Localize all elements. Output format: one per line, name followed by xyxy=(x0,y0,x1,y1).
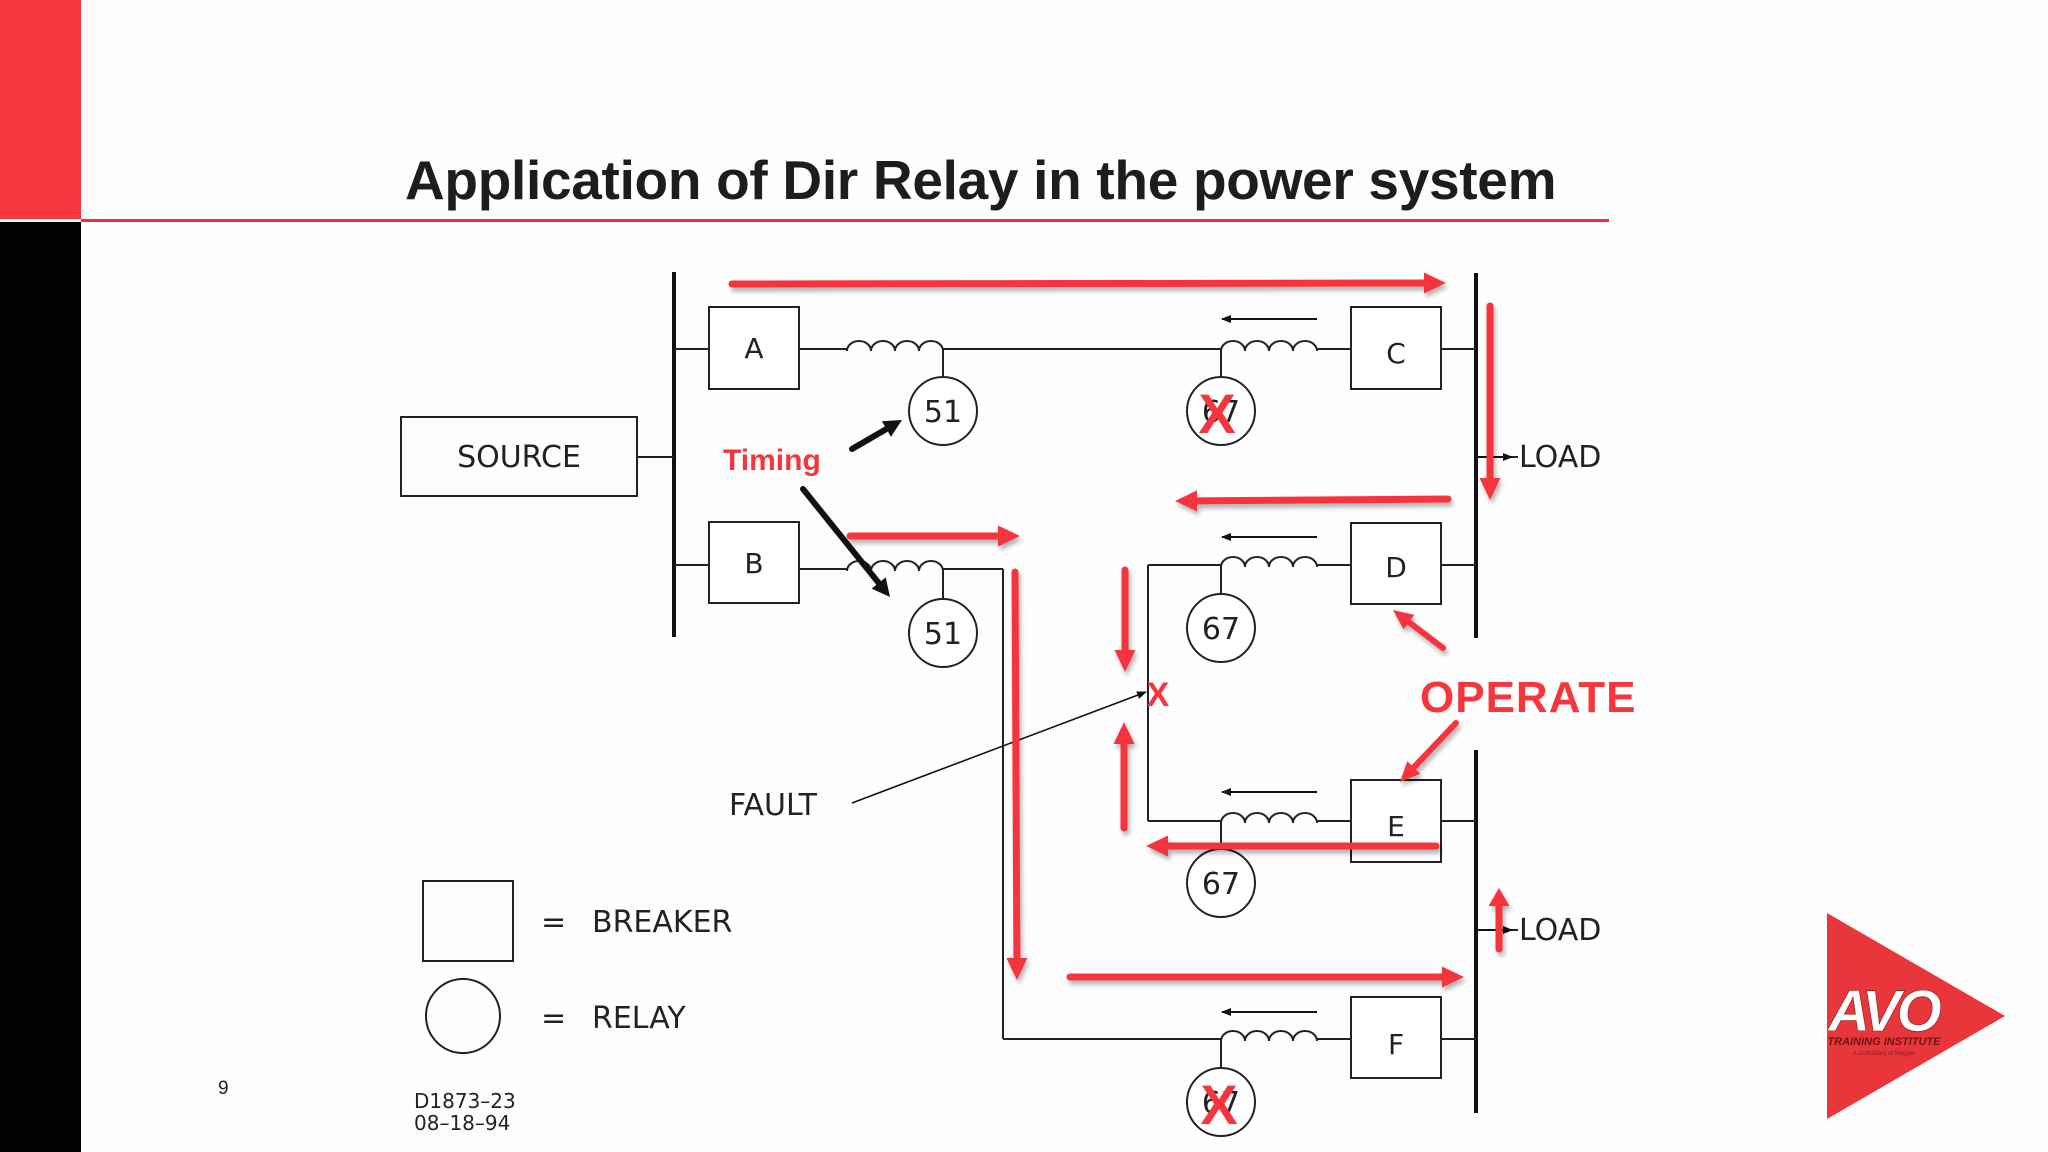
title-underline xyxy=(81,219,1609,222)
legend-relay-symbol xyxy=(425,978,501,1054)
timing-label: Timing xyxy=(723,444,821,477)
current-transformers xyxy=(846,340,1318,1042)
fault-pointer xyxy=(851,691,1147,804)
timing-annotation: Timing xyxy=(723,420,902,597)
logo-tagline: A Subsidiary of Megger xyxy=(1852,1051,1916,1057)
source-block: SOURCE xyxy=(400,416,638,497)
flow-arrow-e-left xyxy=(1146,835,1440,857)
relay-label-b: 51 xyxy=(924,617,962,652)
relay-label-f: 67 xyxy=(1202,1086,1240,1121)
legend-equals-relay: = xyxy=(541,1001,566,1036)
breaker-c xyxy=(1350,306,1442,390)
load-labels: LOAD LOAD xyxy=(1519,440,1601,948)
ct-a xyxy=(846,340,944,352)
breaker-labels: A B C D E F xyxy=(744,332,1406,1061)
legend-breaker-symbol xyxy=(422,880,514,962)
breaker-label-f: F xyxy=(1388,1028,1404,1061)
breaker-label-c: C xyxy=(1386,337,1406,370)
relay-f xyxy=(1186,1067,1256,1137)
legend-breaker-label: BREAKER xyxy=(592,905,732,940)
avo-logo: AVO TRAINING INSTITUTE A Subsidiary of M… xyxy=(1827,913,2005,1119)
relay-c xyxy=(1186,376,1256,446)
flow-arrow-right-bus-down xyxy=(1479,302,1501,500)
current-flow-arrows xyxy=(728,272,1510,988)
flow-arrow-d-down xyxy=(1114,566,1136,672)
flow-arrow-d-left xyxy=(1175,490,1452,512)
load-label-upper: LOAD xyxy=(1519,440,1601,475)
operate-arrow-e xyxy=(1400,720,1459,782)
blocked-marks: X X xyxy=(1198,382,1237,1136)
legend-equals-breaker: = xyxy=(541,905,566,940)
drawing-reference: D1873–23 08–18–94 xyxy=(414,1089,516,1135)
timing-arrow-to-relay-b xyxy=(800,486,890,597)
slide-title: Application of Dir Relay in the power sy… xyxy=(405,149,1557,211)
breaker-label-d: D xyxy=(1385,551,1407,584)
relay-label-c: 67 xyxy=(1202,395,1240,430)
breaker-label-b: B xyxy=(744,547,763,580)
relays xyxy=(908,376,1256,1137)
ct-c xyxy=(1220,340,1318,352)
ct-e xyxy=(1220,812,1318,824)
breaker-label-a: A xyxy=(744,332,763,365)
legend-relay-label: RELAY xyxy=(592,1001,686,1036)
flow-arrow-top xyxy=(728,272,1446,294)
relay-d xyxy=(1186,593,1256,663)
drawing-id: D1873–23 xyxy=(414,1089,516,1113)
source-label: SOURCE xyxy=(457,440,581,475)
operate-label: OPERATE xyxy=(1420,673,1636,722)
breaker-d xyxy=(1350,522,1442,605)
accent-bar-black xyxy=(0,222,81,1152)
directional-arrows xyxy=(1221,315,1513,1016)
relay-label-a: 51 xyxy=(924,395,962,430)
breaker-f xyxy=(1350,996,1442,1079)
flow-arrow-b-right xyxy=(846,525,1020,547)
breaker-a xyxy=(708,306,800,390)
relay-label-d: 67 xyxy=(1202,612,1240,647)
relay-a xyxy=(908,376,978,446)
relay-label-e: 67 xyxy=(1202,867,1240,902)
accent-bar-red xyxy=(0,0,81,219)
relay-b xyxy=(908,598,978,668)
load-label-lower: LOAD xyxy=(1519,913,1601,948)
page-number: 9 xyxy=(218,1078,229,1099)
flow-arrow-load-up xyxy=(1488,888,1510,953)
timing-arrows xyxy=(800,420,902,597)
breaker-b xyxy=(708,521,800,604)
breaker-label-e: E xyxy=(1387,810,1405,843)
fault-annotation: FAULT X xyxy=(729,676,1170,823)
ct-f xyxy=(1220,1030,1318,1042)
relay-c-blocked-mark: X xyxy=(1198,382,1235,445)
operate-arrow-d xyxy=(1393,610,1446,651)
fault-label: FAULT xyxy=(729,788,818,823)
logo-subtitle: TRAINING INSTITUTE xyxy=(1827,1036,1941,1048)
breakers xyxy=(708,306,1442,1079)
lines xyxy=(637,348,1518,1070)
relay-labels: 51 51 67 67 67 67 xyxy=(924,395,1240,1121)
relay-f-blocked-mark: X xyxy=(1200,1073,1237,1136)
flow-arrow-e-up xyxy=(1113,722,1135,832)
logo-wordmark: AVO xyxy=(1827,979,1942,1044)
flow-arrow-b-down xyxy=(1006,568,1028,980)
flow-arrow-f-right xyxy=(1066,966,1464,988)
timing-arrow-to-relay-a xyxy=(849,420,902,452)
logo-triangle xyxy=(1827,913,2005,1119)
buses xyxy=(672,272,1478,1113)
ct-d xyxy=(1220,556,1318,568)
drawing-date: 08–18–94 xyxy=(414,1111,510,1135)
fault-mark: X xyxy=(1147,676,1170,714)
legend: = BREAKER = RELAY xyxy=(422,880,732,1054)
